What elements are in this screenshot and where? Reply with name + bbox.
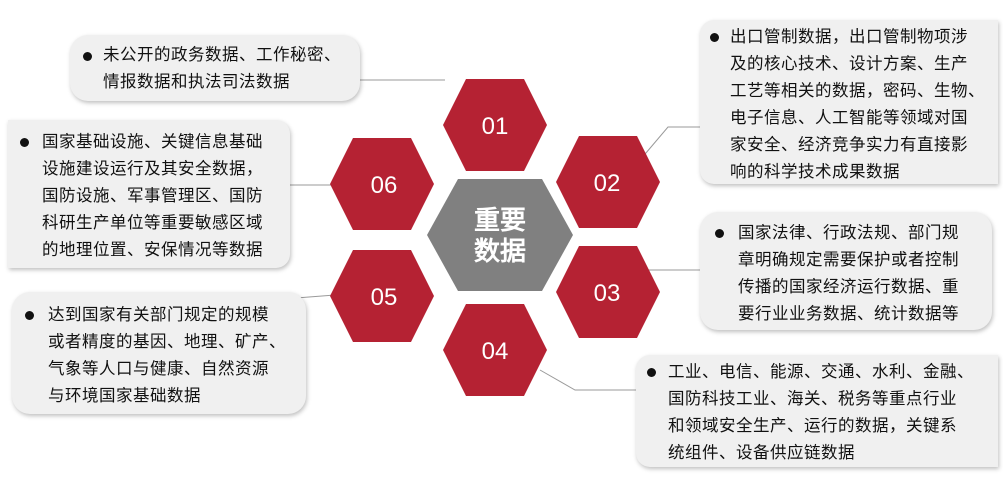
bullet-icon [25, 311, 34, 320]
bullet-icon [710, 33, 719, 42]
connector-04 [539, 369, 640, 391]
description-box-03: 国家法律、行政法规、部门规 章明确规定需要保护或者控制 传播的国家经济运行数据、… [700, 212, 992, 330]
hexagon-02-label: 02 [594, 170, 621, 197]
hexagon-01 [443, 79, 547, 171]
hexagon-04-label: 04 [482, 338, 509, 365]
hexagon-01-label: 01 [482, 113, 509, 140]
description-box-06: 国家基础设施、关键信息基础 设施建设运行及其安全数据， 国防设施、军事管理区、国… [8, 120, 290, 268]
description-text-05: 达到国家有关部门规定的规模 或者精度的基因、地理、矿产、 气象等人口与健康、自然… [48, 305, 286, 405]
description-box-02: 出口管制数据，出口管制物项涉 及的核心技术、设计方案、生产 工艺等相关的数据，密… [700, 20, 998, 184]
description-text-06: 国家基础设施、关键信息基础 设施建设运行及其安全数据， 国防设施、军事管理区、国… [42, 132, 263, 259]
description-text-01: 未公开的政务数据、工作秘密、 情报数据和执法司法数据 [103, 45, 341, 91]
bullet-icon [647, 368, 656, 377]
hexagon-05-label: 05 [371, 284, 398, 311]
description-box-04: 工业、电信、能源、交通、水利、金融、 国防科技工业、海关、税务等重点行业 和领域… [636, 355, 998, 467]
bullet-icon [715, 229, 724, 238]
hexagon-06-label: 06 [371, 172, 398, 199]
center-label-line1: 重要 [474, 206, 526, 236]
hexagon-03 [556, 246, 660, 338]
bullet-icon [83, 52, 92, 61]
bullet-icon [20, 138, 29, 147]
hexagon-05 [330, 250, 434, 342]
hexagon-02 [556, 136, 660, 228]
connector-02 [639, 126, 702, 161]
description-text-04: 工业、电信、能源、交通、水利、金融、 国防科技工业、海关、税务等重点行业 和领域… [668, 362, 974, 462]
description-box-01: 未公开的政务数据、工作秘密、 情报数据和执法司法数据 [70, 35, 360, 101]
hexagon-06 [330, 138, 434, 230]
center-hexagon [427, 179, 573, 291]
description-text-02: 出口管制数据，出口管制物项涉 及的核心技术、设计方案、生产 工艺等相关的数据，密… [730, 27, 985, 181]
center-label-line2: 数据 [474, 237, 526, 267]
description-text-03: 国家法律、行政法规、部门规 章明确规定需要保护或者控制 传播的国家经济运行数据、… [738, 223, 959, 323]
hexagon-03-label: 03 [594, 280, 621, 307]
description-box-05: 达到国家有关部门规定的规模 或者精度的基因、地理、矿产、 气象等人口与健康、自然… [12, 292, 306, 414]
hexagon-04 [443, 304, 547, 396]
